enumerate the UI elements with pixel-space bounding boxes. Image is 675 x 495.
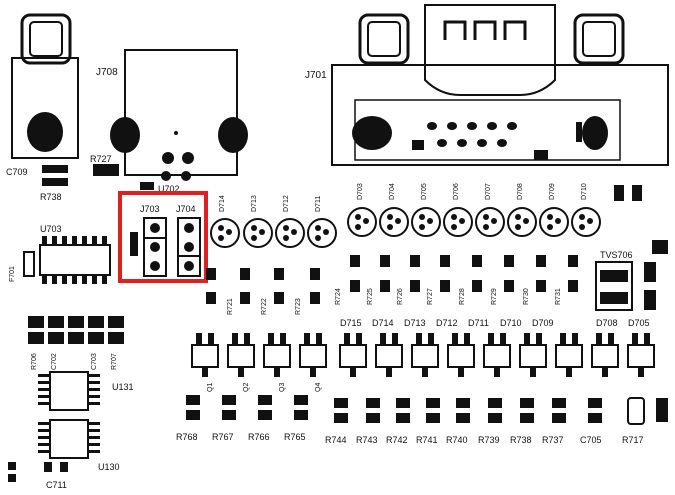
led-label-12: D710	[581, 183, 588, 200]
d-label-2: D714	[372, 318, 394, 328]
j704-jumper	[177, 217, 201, 277]
led-label-6: D704	[389, 183, 396, 200]
u703-chip	[39, 236, 111, 284]
left-resistor-block	[28, 316, 124, 344]
rpair-label-4: R724	[335, 288, 342, 305]
vertical-resistor-columns	[206, 255, 578, 304]
tvs-label: TVS706	[600, 250, 633, 260]
r-label-11: R738	[510, 435, 532, 445]
d-label-9: D705	[628, 318, 650, 328]
rpair-label-10: R730	[523, 288, 530, 305]
u703-label: U703	[40, 224, 62, 234]
rpair-label-8: R728	[459, 288, 466, 305]
led-label-5: D703	[357, 183, 364, 200]
rpair-label-5: R725	[367, 288, 374, 305]
j701-label: J701	[305, 70, 327, 81]
led-label-11: D709	[549, 183, 556, 200]
r-label-14: R717	[622, 435, 644, 445]
u131-chip	[38, 371, 100, 411]
rpair-label-6: R726	[397, 288, 404, 305]
led-label-8: D706	[453, 183, 460, 200]
d-label-7: D709	[532, 318, 554, 328]
d-label-1: D715	[340, 318, 362, 328]
c702-label: C702	[51, 353, 58, 370]
rpair-label-2: R722	[261, 298, 268, 315]
d-label-5: D711	[468, 318, 489, 328]
j703-jumper	[130, 217, 167, 277]
d-label-6: D710	[500, 318, 522, 328]
r-label-10: R739	[478, 435, 500, 445]
led-label-4: D711	[315, 196, 322, 212]
r706-label: R706	[31, 353, 38, 370]
rpair-label-3: R723	[295, 298, 302, 315]
rpair-label-7: R727	[427, 288, 434, 305]
r738-label: R738	[40, 192, 62, 202]
rpair-label-11: R731	[555, 288, 562, 305]
q-label-4: Q4	[315, 383, 322, 392]
r-label-13: C705	[580, 435, 602, 445]
q-label-2: Q2	[243, 383, 250, 392]
left-edge-connector	[11, 13, 79, 159]
r-label-4: R765	[284, 432, 306, 442]
r707-label: R707	[111, 353, 118, 370]
led-label-10: D708	[517, 183, 524, 200]
u131-label: U131	[112, 382, 134, 392]
r-label-2: R767	[212, 432, 234, 442]
j708-connector	[110, 49, 248, 181]
u130-label: U130	[98, 462, 120, 472]
bottom-resistor-row	[186, 395, 668, 423]
r-label-6: R743	[356, 435, 378, 445]
r-label-9: R740	[446, 435, 468, 445]
c709-label: C709	[6, 167, 28, 177]
c703-label: C703	[91, 353, 98, 370]
highlight-box	[118, 191, 208, 283]
r-label-1: R768	[176, 432, 198, 442]
r-label-7: R742	[386, 435, 408, 445]
tvs-device	[595, 261, 656, 311]
c711-label: C711	[46, 480, 67, 490]
led-label-2: D713	[251, 195, 258, 212]
j708-label: J708	[96, 67, 118, 78]
j701-db9-connector	[331, 4, 669, 166]
u130-chip	[38, 419, 100, 459]
d-label-8: D708	[596, 318, 618, 328]
r-label-12: R737	[542, 435, 564, 445]
d-label-4: D712	[436, 318, 458, 328]
q-label-1: Q1	[207, 383, 214, 392]
r-label-8: R741	[416, 435, 438, 445]
j703-label: J703	[140, 204, 160, 214]
led-label-1: D714	[219, 195, 226, 212]
j704-label: J704	[176, 204, 196, 214]
rpair-label-1: R721	[227, 298, 234, 315]
led-label-9: D707	[485, 183, 492, 200]
f701-label: F701	[9, 266, 16, 282]
r-label-3: R766	[248, 432, 270, 442]
r727-label: R727	[90, 154, 112, 164]
led-row	[210, 207, 601, 248]
u702-label: U702	[158, 184, 180, 194]
r-label-5: R744	[325, 435, 347, 445]
led-label-3: D712	[283, 195, 290, 212]
q-label-3: Q3	[279, 383, 286, 392]
d-label-3: D713	[404, 318, 426, 328]
led-label-7: D705	[421, 183, 428, 200]
rpair-label-9: R729	[491, 288, 498, 305]
transistor-row	[191, 333, 655, 377]
